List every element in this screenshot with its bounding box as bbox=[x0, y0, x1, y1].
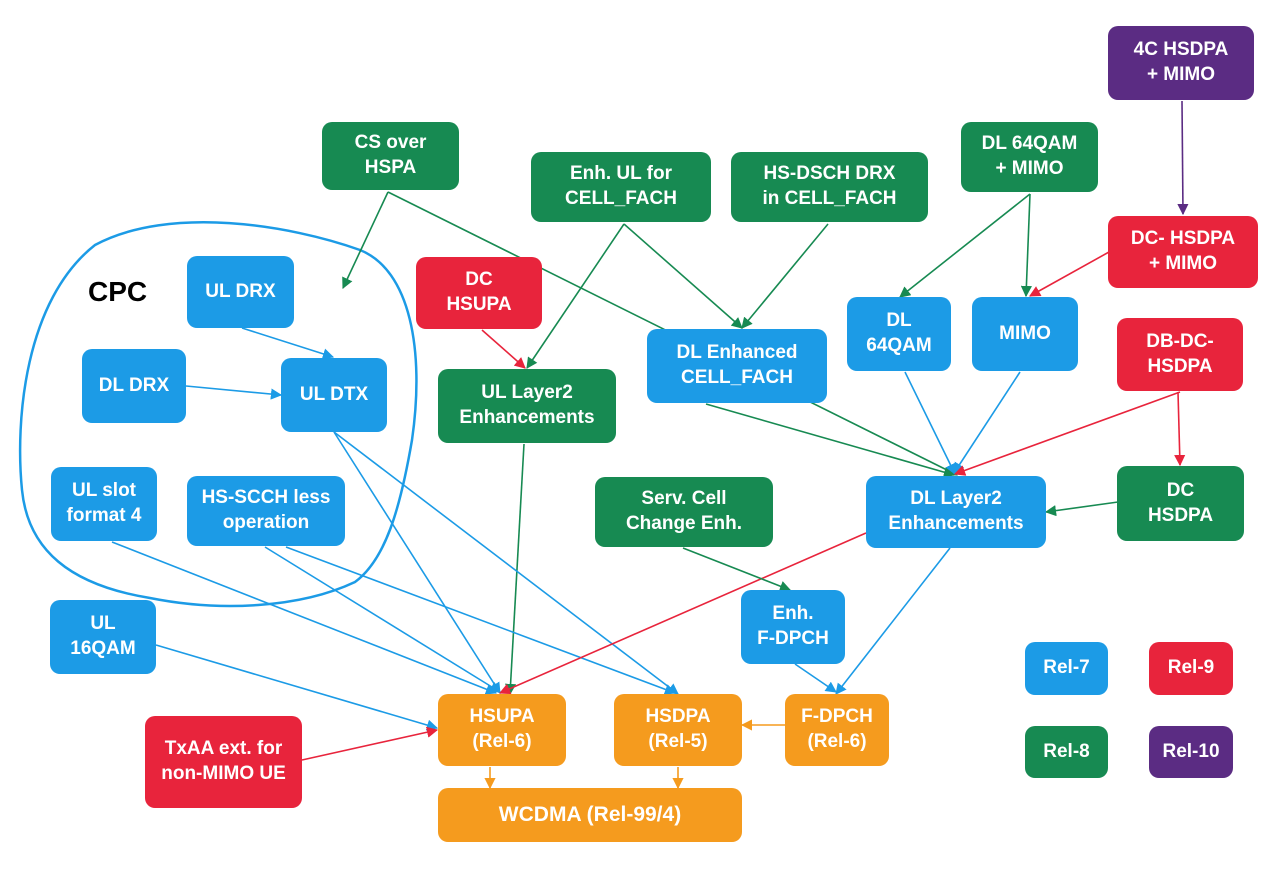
node-cs-over-hspa: CS over HSPA bbox=[322, 122, 459, 190]
node-db-dc-hsdpa: DB-DC- HSDPA bbox=[1117, 318, 1243, 391]
edge-dl_layer2-to-f_dpch bbox=[835, 547, 951, 695]
node-hs-scch-less-operation: HS-SCCH less operation bbox=[187, 476, 345, 546]
edge-hs_dsch_drx-to-dl_enh_cell_fach bbox=[741, 223, 829, 329]
edge-ul_16qam-to-hsupa bbox=[155, 644, 439, 731]
edge-dl_64qam-to-dl_layer2 bbox=[904, 371, 956, 476]
node-wcdma: WCDMA (Rel-99/4) bbox=[438, 788, 742, 842]
node-f-dpch-rel6: F-DPCH (Rel-6) bbox=[785, 694, 889, 766]
edge-dc_hsdpa-to-dl_layer2 bbox=[1044, 501, 1119, 517]
node-hsupa-rel6: HSUPA (Rel-6) bbox=[438, 694, 566, 766]
node-enh-ul-cell-fach: Enh. UL for CELL_FACH bbox=[531, 152, 711, 222]
node-serv-cell-change: Serv. Cell Change Enh. bbox=[595, 477, 773, 547]
node-dl-64qam-mimo: DL 64QAM + MIMO bbox=[961, 122, 1098, 192]
edge-dl_drx-to-ul_dtx bbox=[185, 385, 283, 400]
node-txaa-ext: TxAA ext. for non-MIMO UE bbox=[145, 716, 302, 808]
node-dl-enhanced-cell-fach: DL Enhanced CELL_FACH bbox=[647, 329, 827, 403]
node-ul-slot-format-4: UL slot format 4 bbox=[51, 467, 157, 541]
edge-txaa-to-hsupa bbox=[301, 726, 439, 761]
node-enh-f-dpch: Enh. F-DPCH bbox=[741, 590, 845, 664]
edge-dl_64qam_mimo-to-dl_64qam bbox=[899, 193, 1031, 298]
legend-rel-8: Rel-8 bbox=[1025, 726, 1108, 778]
legend-rel-7: Rel-7 bbox=[1025, 642, 1108, 695]
edge-enh_f_dpch-to-f_dpch bbox=[794, 663, 837, 693]
node-ul-16qam: UL 16QAM bbox=[50, 600, 156, 674]
legend-rel-10: Rel-10 bbox=[1149, 726, 1233, 778]
edge-db_dc_hsdpa-to-dl_layer2 bbox=[953, 391, 1181, 476]
edge-mimo-to-dl_layer2 bbox=[953, 371, 1021, 474]
node-ul-drx: UL DRX bbox=[187, 256, 294, 328]
cpc-label: CPC bbox=[88, 276, 148, 307]
edge-enh_ul_cell_fach-to-ul_layer2 bbox=[526, 223, 625, 369]
edge-dl_enh_cell_fach-to-dl_layer2 bbox=[705, 403, 956, 478]
edge-db_dc_hsdpa-to-dc_hsdpa bbox=[1174, 391, 1186, 467]
edge-dc_hsdpa_mimo-to-mimo bbox=[1029, 251, 1110, 297]
node-dl-layer2: DL Layer2 Enhancements bbox=[866, 476, 1046, 548]
edge-cs_over_hspa-to-cpc bbox=[342, 191, 389, 290]
edge-hs_scch_less-to-hsupa bbox=[264, 546, 501, 693]
edge-hsdpa_4c_mimo-to-dc_hsdpa_mimo bbox=[1177, 100, 1189, 216]
edges bbox=[111, 100, 1189, 790]
node-hs-dsch-drx: HS-DSCH DRX in CELL_FACH bbox=[731, 152, 928, 222]
node-dc-hsupa: DC HSUPA bbox=[416, 257, 542, 329]
edge-dc_hsupa-to-ul_layer2 bbox=[481, 329, 526, 369]
edge-serv_cell_change-to-enh_f_dpch bbox=[682, 547, 792, 592]
node-dc-hsdpa: DC HSDPA bbox=[1117, 466, 1244, 541]
node-ul-layer2: UL Layer2 Enhancements bbox=[438, 369, 616, 443]
edge-ul_dtx-to-hsupa bbox=[333, 431, 501, 694]
edge-ul_slot_format4-to-hsupa bbox=[111, 541, 498, 695]
edge-hs_scch_less-to-hsdpa bbox=[285, 546, 677, 695]
legend-rel-9: Rel-9 bbox=[1149, 642, 1233, 695]
edge-enh_ul_cell_fach-to-dl_enh_cell_fach bbox=[623, 223, 743, 329]
edge-ul_drx-to-ul_dtx bbox=[241, 327, 335, 360]
edge-dl_64qam_mimo-to-mimo bbox=[1020, 193, 1032, 298]
node-ul-dtx: UL DTX bbox=[281, 358, 387, 432]
edge-ul_dtx-to-hsdpa bbox=[333, 431, 679, 695]
cpc-outline bbox=[18, 221, 418, 608]
node-4c-hsdpa-mimo: 4C HSDPA + MIMO bbox=[1108, 26, 1254, 100]
node-mimo: MIMO bbox=[972, 297, 1078, 371]
edge-ul_layer2-to-hsupa bbox=[504, 443, 525, 696]
node-dc-hsdpa-mimo: DC- HSDPA + MIMO bbox=[1108, 216, 1258, 288]
edge-dl_layer2-to-hsupa bbox=[498, 532, 867, 695]
node-dl-drx: DL DRX bbox=[82, 349, 186, 423]
node-hsdpa-rel5: HSDPA (Rel-5) bbox=[614, 694, 742, 766]
node-dl-64qam: DL 64QAM bbox=[847, 297, 951, 371]
